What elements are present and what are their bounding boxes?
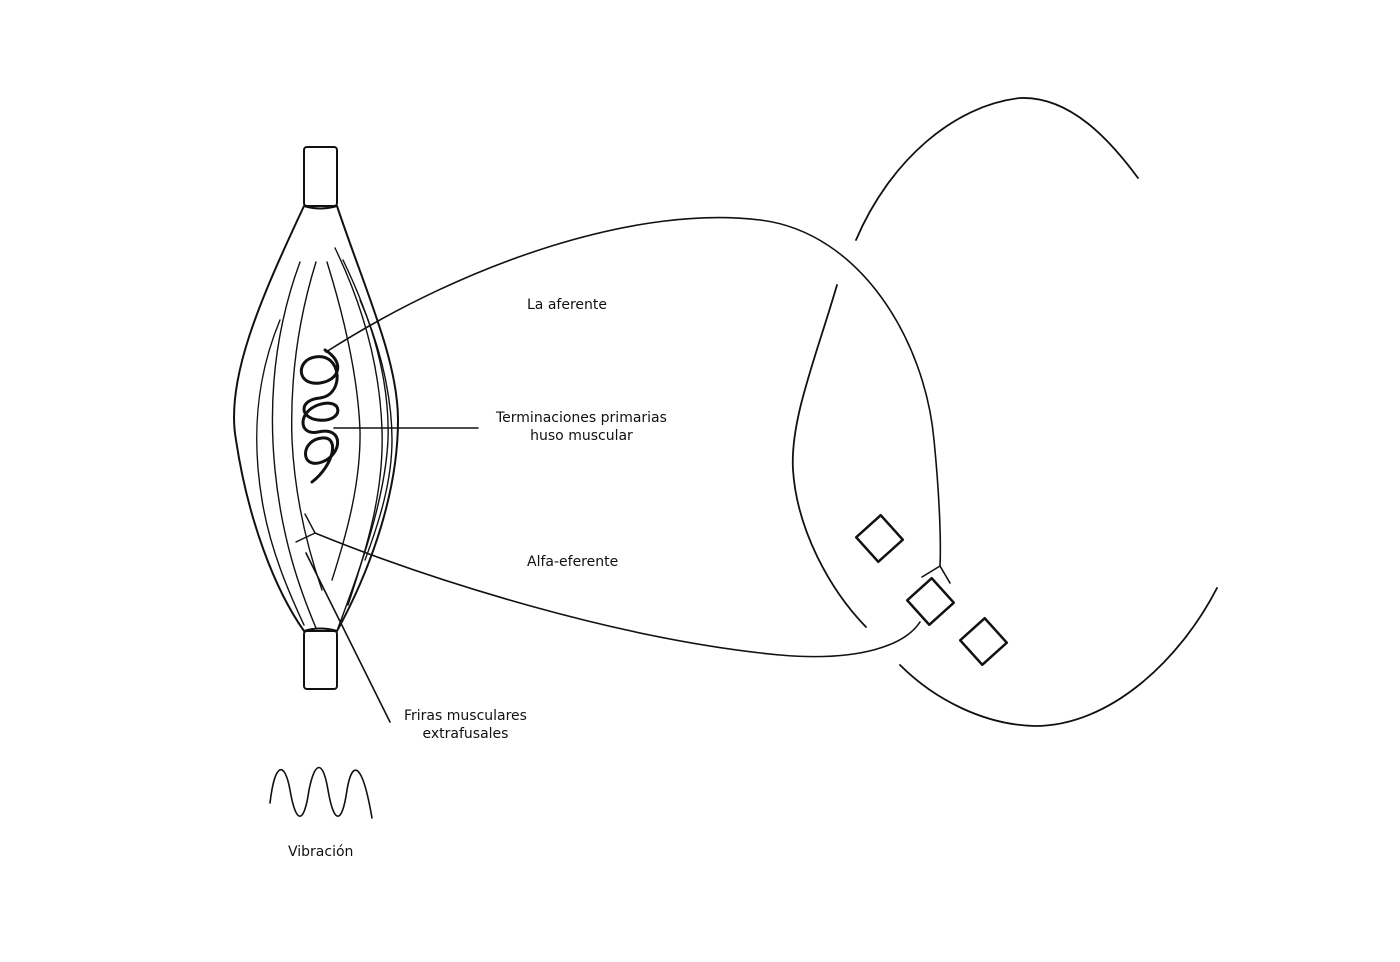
label-alpha-efferent: Alfa-eferente (527, 554, 619, 570)
ia-afferent-fiber (325, 216, 942, 567)
label-primary-endings-line2: huso muscular (530, 428, 633, 444)
alpha-endplate-icon (295, 513, 316, 543)
primary-ending-coil-icon (299, 348, 340, 484)
spinal-cord (791, 97, 1218, 727)
ia-afferent-terminal-icon (921, 565, 951, 584)
label-primary-endings-line1: Terminaciones primarias (496, 410, 667, 426)
motor-neuron-3-icon (958, 616, 1009, 667)
label-extrafusal-fibers: Friras musculares extrafusales (404, 707, 527, 743)
motor-neuron-1-icon (854, 513, 905, 564)
label-ia-afferent: La aferente (527, 297, 607, 313)
label-extrafusal-line1: Friras musculares (404, 708, 527, 724)
upper-tendon (303, 146, 338, 207)
alpha-efferent-fiber (314, 532, 921, 658)
vibration-wave-icon (269, 766, 373, 819)
label-extrafusal-line2: extrafusales (422, 726, 509, 742)
extrafusal-pointer (305, 552, 391, 723)
lower-tendon (303, 630, 338, 690)
motor-neuron-2-icon (905, 576, 956, 627)
motor-neurons (854, 513, 1009, 667)
muscle-belly-outline (232, 205, 399, 632)
label-vibration: Vibración (288, 844, 354, 860)
muscle-fibers (255, 247, 393, 629)
label-primary-endings: Terminaciones primarias huso muscular (496, 409, 667, 445)
